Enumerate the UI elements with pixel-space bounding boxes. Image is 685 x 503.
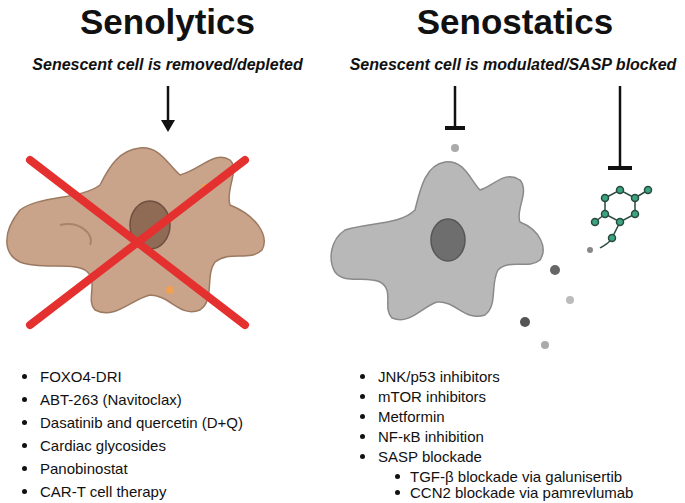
list-item: JNK/p53 inhibitors [378,368,500,385]
cell-spot [166,286,174,294]
list-item: FOXO4-DRI [40,368,122,385]
arrow-head [161,120,175,132]
bullet-dot [22,397,27,402]
sasp-particle [520,317,530,327]
bullet-dot [395,490,400,495]
arrow-shaft [167,86,170,122]
bullet-dot [395,474,400,479]
bullet-dot [360,414,365,419]
bullet-dot [360,454,365,459]
list-item: NF-κB inhibition [378,428,484,445]
sasp-molecule [592,187,652,249]
list-item: CAR-T cell therapy [40,483,166,500]
sub-list-item: CCN2 blockade via pamrevlumab [410,484,633,501]
bullet-dot [360,374,365,379]
bullet-dot [22,420,27,425]
inhibition-bar [445,126,465,130]
bullet-dot [22,466,27,471]
column-subtitle: Senescent cell is removed/depleted [5,56,330,74]
list-item: mTOR inhibitors [378,388,486,405]
cell-fold [60,224,91,245]
red-cross [30,160,245,325]
bullet-dot [360,434,365,439]
sasp-particle [541,341,549,349]
list-item: Panobinostat [40,460,128,477]
inhibition-line [619,86,622,168]
bullet-dot [22,374,27,379]
inhibition-line [454,86,457,128]
column-title: Senolytics [5,2,330,42]
list-item: SASP blockade [378,448,482,465]
inhibition-bar [608,166,632,170]
modulated-cell [331,162,543,320]
sasp-particle [451,144,459,152]
sub-list-item: TGF-β blockade via galunisertib [410,468,622,485]
bullet-dot [22,489,27,494]
list-item: ABT-263 (Navitoclax) [40,391,182,408]
column-subtitle: Senescent cell is modulated/SASP blocked [343,56,683,74]
red-cross [30,160,245,325]
sasp-particle [550,265,560,275]
column-title: Senostatics [350,2,680,42]
sasp-particle [587,247,593,253]
bullet-dot [22,443,27,448]
cell-nucleus [431,219,465,261]
list-item: Dasatinib and quercetin (D+Q) [40,414,243,431]
list-item: Cardiac glycosides [40,437,166,454]
list-item: Metformin [378,408,445,425]
bullet-dot [360,394,365,399]
sasp-particle [566,296,574,304]
